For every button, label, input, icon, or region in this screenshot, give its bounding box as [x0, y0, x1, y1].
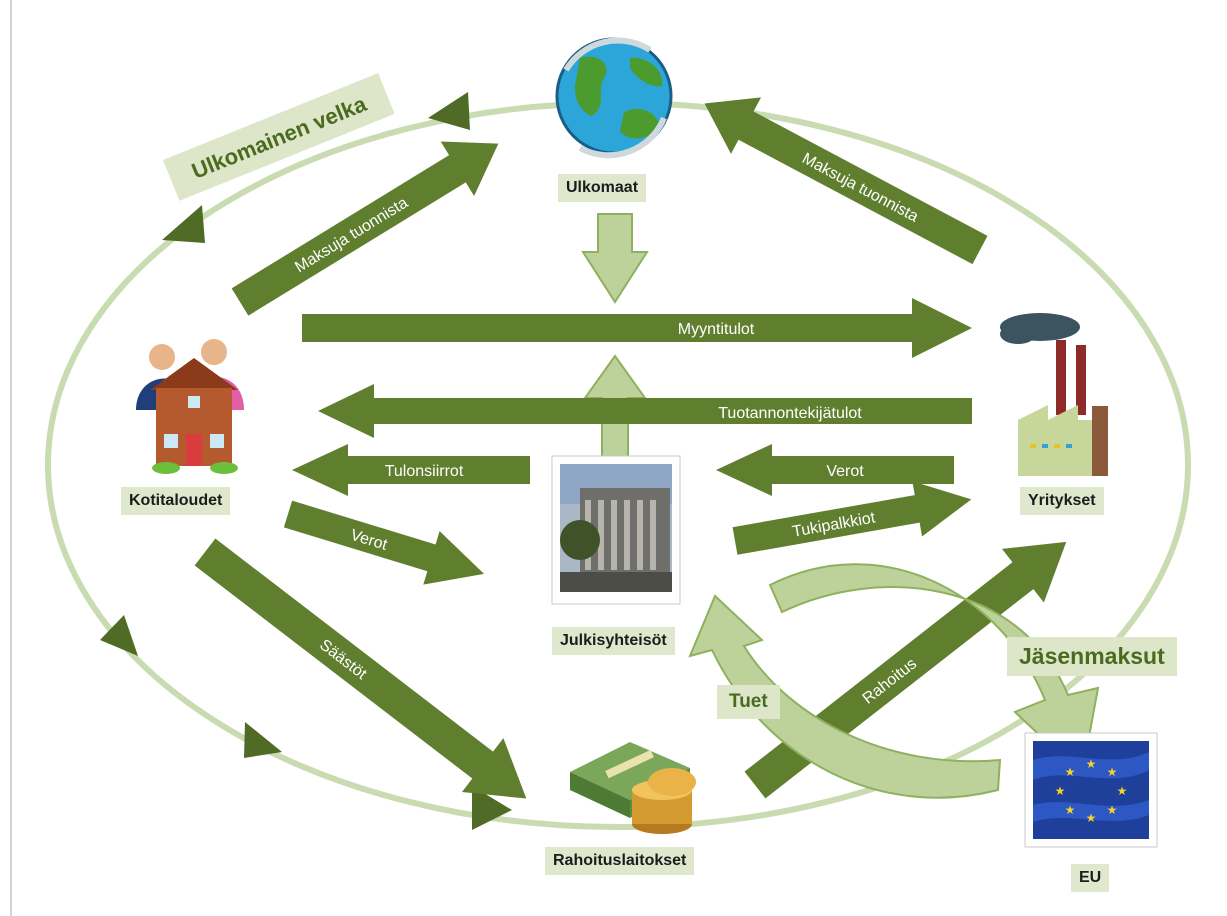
- label-maksuja-left: Maksuja tuonnista: [292, 194, 411, 276]
- ellipse-arrowhead-top: [428, 92, 470, 130]
- svg-text:★: ★: [1107, 803, 1118, 817]
- label-tuet: Tuet: [717, 685, 780, 719]
- label-maksuja-right: Maksuja tuonnista: [799, 150, 921, 226]
- arrow-tuotannontekijatulot: [318, 384, 972, 438]
- label-tuotannontekijatulot: Tuotannontekijätulot: [718, 405, 862, 422]
- ellipse-arrowhead-lower-left: [244, 722, 282, 758]
- svg-text:★: ★: [1107, 765, 1118, 779]
- money-stack-icon: [570, 742, 696, 834]
- label-myyntitulot: Myyntitulot: [678, 321, 755, 338]
- node-rahoituslaitokset: Rahoituslaitokset: [545, 847, 695, 875]
- arrow-verot-firms: [716, 444, 954, 496]
- svg-text:★: ★: [1055, 784, 1066, 798]
- node-julkisyhteisot: Julkisyhteisöt: [552, 627, 675, 655]
- arrow-maksuja-right: Maksuja tuonnista: [704, 97, 988, 265]
- label-jasenmaksut: Jäsenmaksut: [1007, 637, 1177, 676]
- svg-text:★: ★: [1065, 803, 1076, 817]
- ellipse-arrowhead-bottom: [472, 786, 512, 830]
- label-ulkomainen-velka: Ulkomainen velka: [188, 91, 370, 184]
- eu-flag-icon: ★ ★ ★ ★ ★ ★ ★ ★: [1024, 732, 1158, 848]
- arrow-verot-households: Verot: [283, 500, 485, 585]
- globe-icon: [555, 37, 673, 159]
- node-ulkomaat: Ulkomaat: [558, 174, 647, 202]
- svg-text:★: ★: [1086, 757, 1097, 771]
- house-family-icon: [136, 339, 244, 474]
- ulkomainen-velka-label: Ulkomainen velka: [163, 73, 395, 201]
- arrow-myyntitulot: [302, 298, 972, 358]
- svg-text:★: ★: [1086, 811, 1097, 825]
- label-tulonsiirrot: Tulonsiirrot: [385, 463, 464, 480]
- arrow-ulkomaat-down: [581, 213, 649, 304]
- parliament-building-photo: [551, 455, 681, 605]
- factory-icon: [1000, 313, 1108, 476]
- node-yritykset: Yritykset: [1020, 487, 1104, 515]
- svg-text:★: ★: [1065, 765, 1076, 779]
- ellipse-arrowhead-left: [100, 615, 138, 656]
- label-verot-firms: Verot: [826, 463, 864, 480]
- arrow-tulonsiirrot: [292, 444, 530, 496]
- left-border-line: [10, 0, 12, 916]
- node-eu: EU: [1071, 864, 1110, 892]
- node-kotitaloudet: Kotitaloudet: [121, 487, 231, 515]
- arrow-saastot: Säästöt: [194, 538, 527, 799]
- ellipse-arrowhead-upper-left: [162, 205, 205, 243]
- svg-text:★: ★: [1117, 784, 1128, 798]
